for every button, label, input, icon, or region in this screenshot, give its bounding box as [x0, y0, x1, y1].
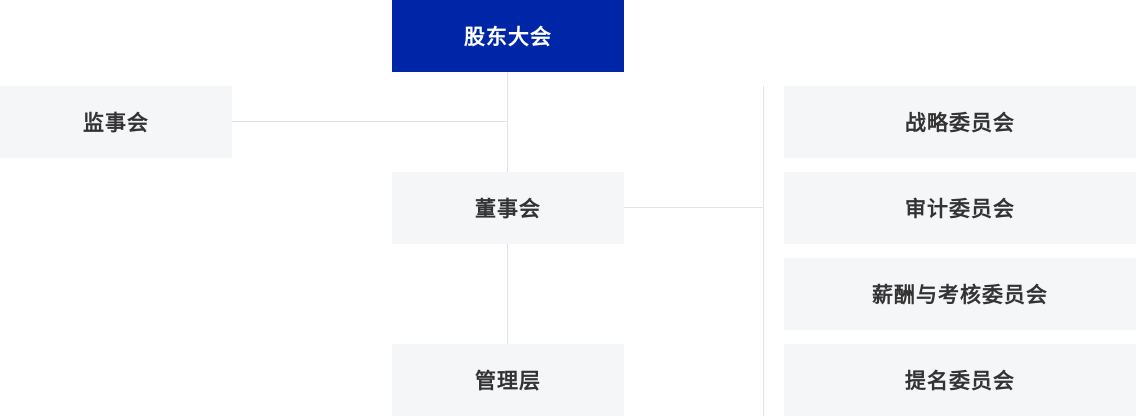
committee-strategy-label: 战略委员会 [905, 111, 1015, 135]
management-node[interactable]: 管理层 [392, 344, 624, 416]
committee-remuneration-label: 薪酬与考核委员会 [872, 283, 1048, 307]
committee-audit-node[interactable]: 审计委员会 [784, 172, 1136, 244]
supervisory-board-label: 监事会 [83, 111, 149, 135]
connector-shareholders-to-board [507, 72, 508, 172]
shareholders-meeting-label: 股东大会 [464, 25, 552, 49]
committee-audit-label: 审计委员会 [905, 197, 1015, 221]
supervisory-board-node[interactable]: 监事会 [0, 86, 232, 158]
committee-nomination-label: 提名委员会 [905, 369, 1015, 393]
connector-supervisory-board [232, 121, 508, 122]
management-label: 管理层 [475, 369, 541, 393]
board-of-directors-label: 董事会 [475, 197, 541, 221]
committees-vertical-connector [763, 86, 764, 416]
connector-board-to-committees [624, 207, 763, 208]
committee-remuneration-node[interactable]: 薪酬与考核委员会 [784, 258, 1136, 330]
board-of-directors-node[interactable]: 董事会 [392, 172, 624, 244]
connector-board-to-management [507, 244, 508, 344]
shareholders-meeting-node[interactable]: 股东大会 [392, 0, 624, 72]
committee-strategy-node[interactable]: 战略委员会 [784, 86, 1136, 158]
committee-nomination-node[interactable]: 提名委员会 [784, 344, 1136, 416]
